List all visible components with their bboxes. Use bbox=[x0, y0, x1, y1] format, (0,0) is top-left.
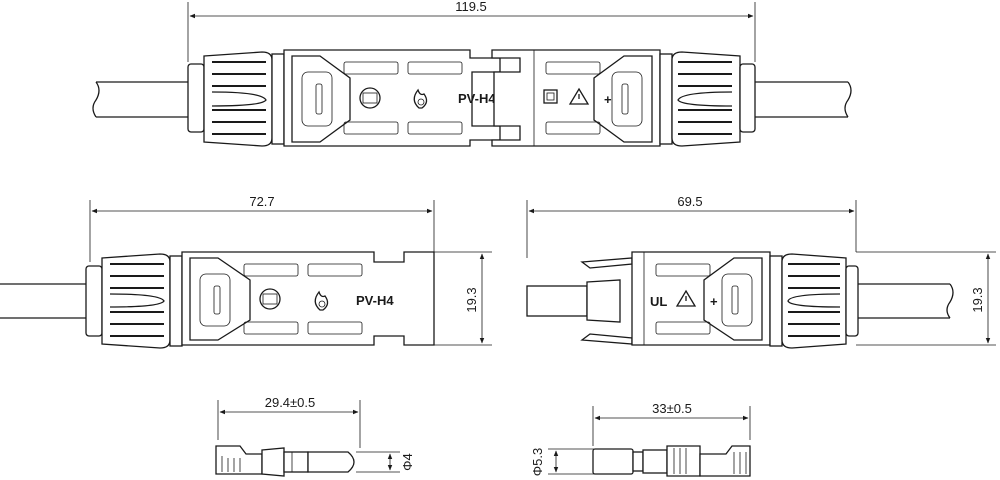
tuv-logo-icon bbox=[259, 288, 281, 310]
dim-female-length: 69.5 bbox=[526, 194, 857, 258]
ul-logo-icon: UL bbox=[650, 294, 667, 309]
dim-male-pin-diameter: Φ4 bbox=[356, 451, 415, 473]
dim-male-pin-length: 29.4±0.5 bbox=[217, 395, 361, 448]
dim-male-height-label: 19.3 bbox=[464, 287, 479, 312]
female-connector-view: 69.5 19.3 UL bbox=[526, 194, 996, 349]
dim-male-pin-diameter-label: Φ4 bbox=[400, 453, 415, 471]
female-pin-sleeve bbox=[526, 257, 633, 345]
dim-male-length: 72.7 bbox=[89, 194, 435, 262]
dim-assembly-length: 119.5 bbox=[187, 0, 756, 62]
flame-icon bbox=[413, 88, 428, 109]
flame-icon bbox=[314, 290, 329, 311]
female-body: + bbox=[491, 49, 661, 147]
female-housing: UL + bbox=[631, 251, 771, 346]
dim-male-height: 19.3 bbox=[434, 251, 492, 346]
dim-female-pin-diameter: Φ5.3 bbox=[530, 448, 594, 476]
dim-female-height: 19.3 bbox=[856, 251, 996, 346]
plus-marking: + bbox=[604, 92, 612, 107]
warning-triangle-icon bbox=[568, 87, 590, 105]
dim-male-length-label: 72.7 bbox=[249, 194, 274, 209]
tuv-logo-icon bbox=[359, 87, 381, 109]
dim-male-pin-length-label: 29.4±0.5 bbox=[265, 395, 316, 410]
male-gland bbox=[85, 253, 183, 349]
female-pin-view: 33±0.5 Φ5.3 bbox=[530, 401, 751, 477]
warning-triangle-icon bbox=[675, 289, 697, 307]
female-pin-contact bbox=[592, 445, 751, 477]
left-cable-gland bbox=[187, 51, 285, 147]
male-pin-contact bbox=[215, 445, 355, 477]
right-cable-gland bbox=[659, 51, 756, 147]
dim-female-height-label: 19.3 bbox=[970, 287, 985, 312]
male-pin-view: 29.4±0.5 Φ4 bbox=[215, 395, 415, 477]
right-cable bbox=[755, 81, 852, 118]
dim-assembly-length-label: 119.5 bbox=[455, 0, 487, 14]
plus-marking: + bbox=[710, 294, 718, 309]
square-mark-icon bbox=[543, 89, 558, 104]
left-cable bbox=[92, 81, 188, 118]
dim-female-length-label: 69.5 bbox=[677, 194, 702, 209]
model-marking: PV-H4 bbox=[356, 293, 394, 308]
male-body: PV-H4 bbox=[283, 49, 501, 147]
female-cable bbox=[858, 283, 954, 319]
dim-female-pin-diameter-label: Φ5.3 bbox=[530, 448, 545, 476]
male-housing: PV-H4 bbox=[181, 251, 435, 346]
mated-assembly-view: 119.5 bbox=[92, 0, 852, 147]
female-gland bbox=[769, 253, 859, 349]
dim-female-pin-length-label: 33±0.5 bbox=[652, 401, 692, 416]
ul-logo-text: UL bbox=[650, 294, 667, 309]
model-marking: PV-H4 bbox=[458, 91, 496, 106]
male-connector-view: 72.7 19.3 bbox=[0, 194, 492, 349]
dim-female-pin-length: 33±0.5 bbox=[592, 401, 751, 446]
male-cable bbox=[0, 283, 86, 319]
